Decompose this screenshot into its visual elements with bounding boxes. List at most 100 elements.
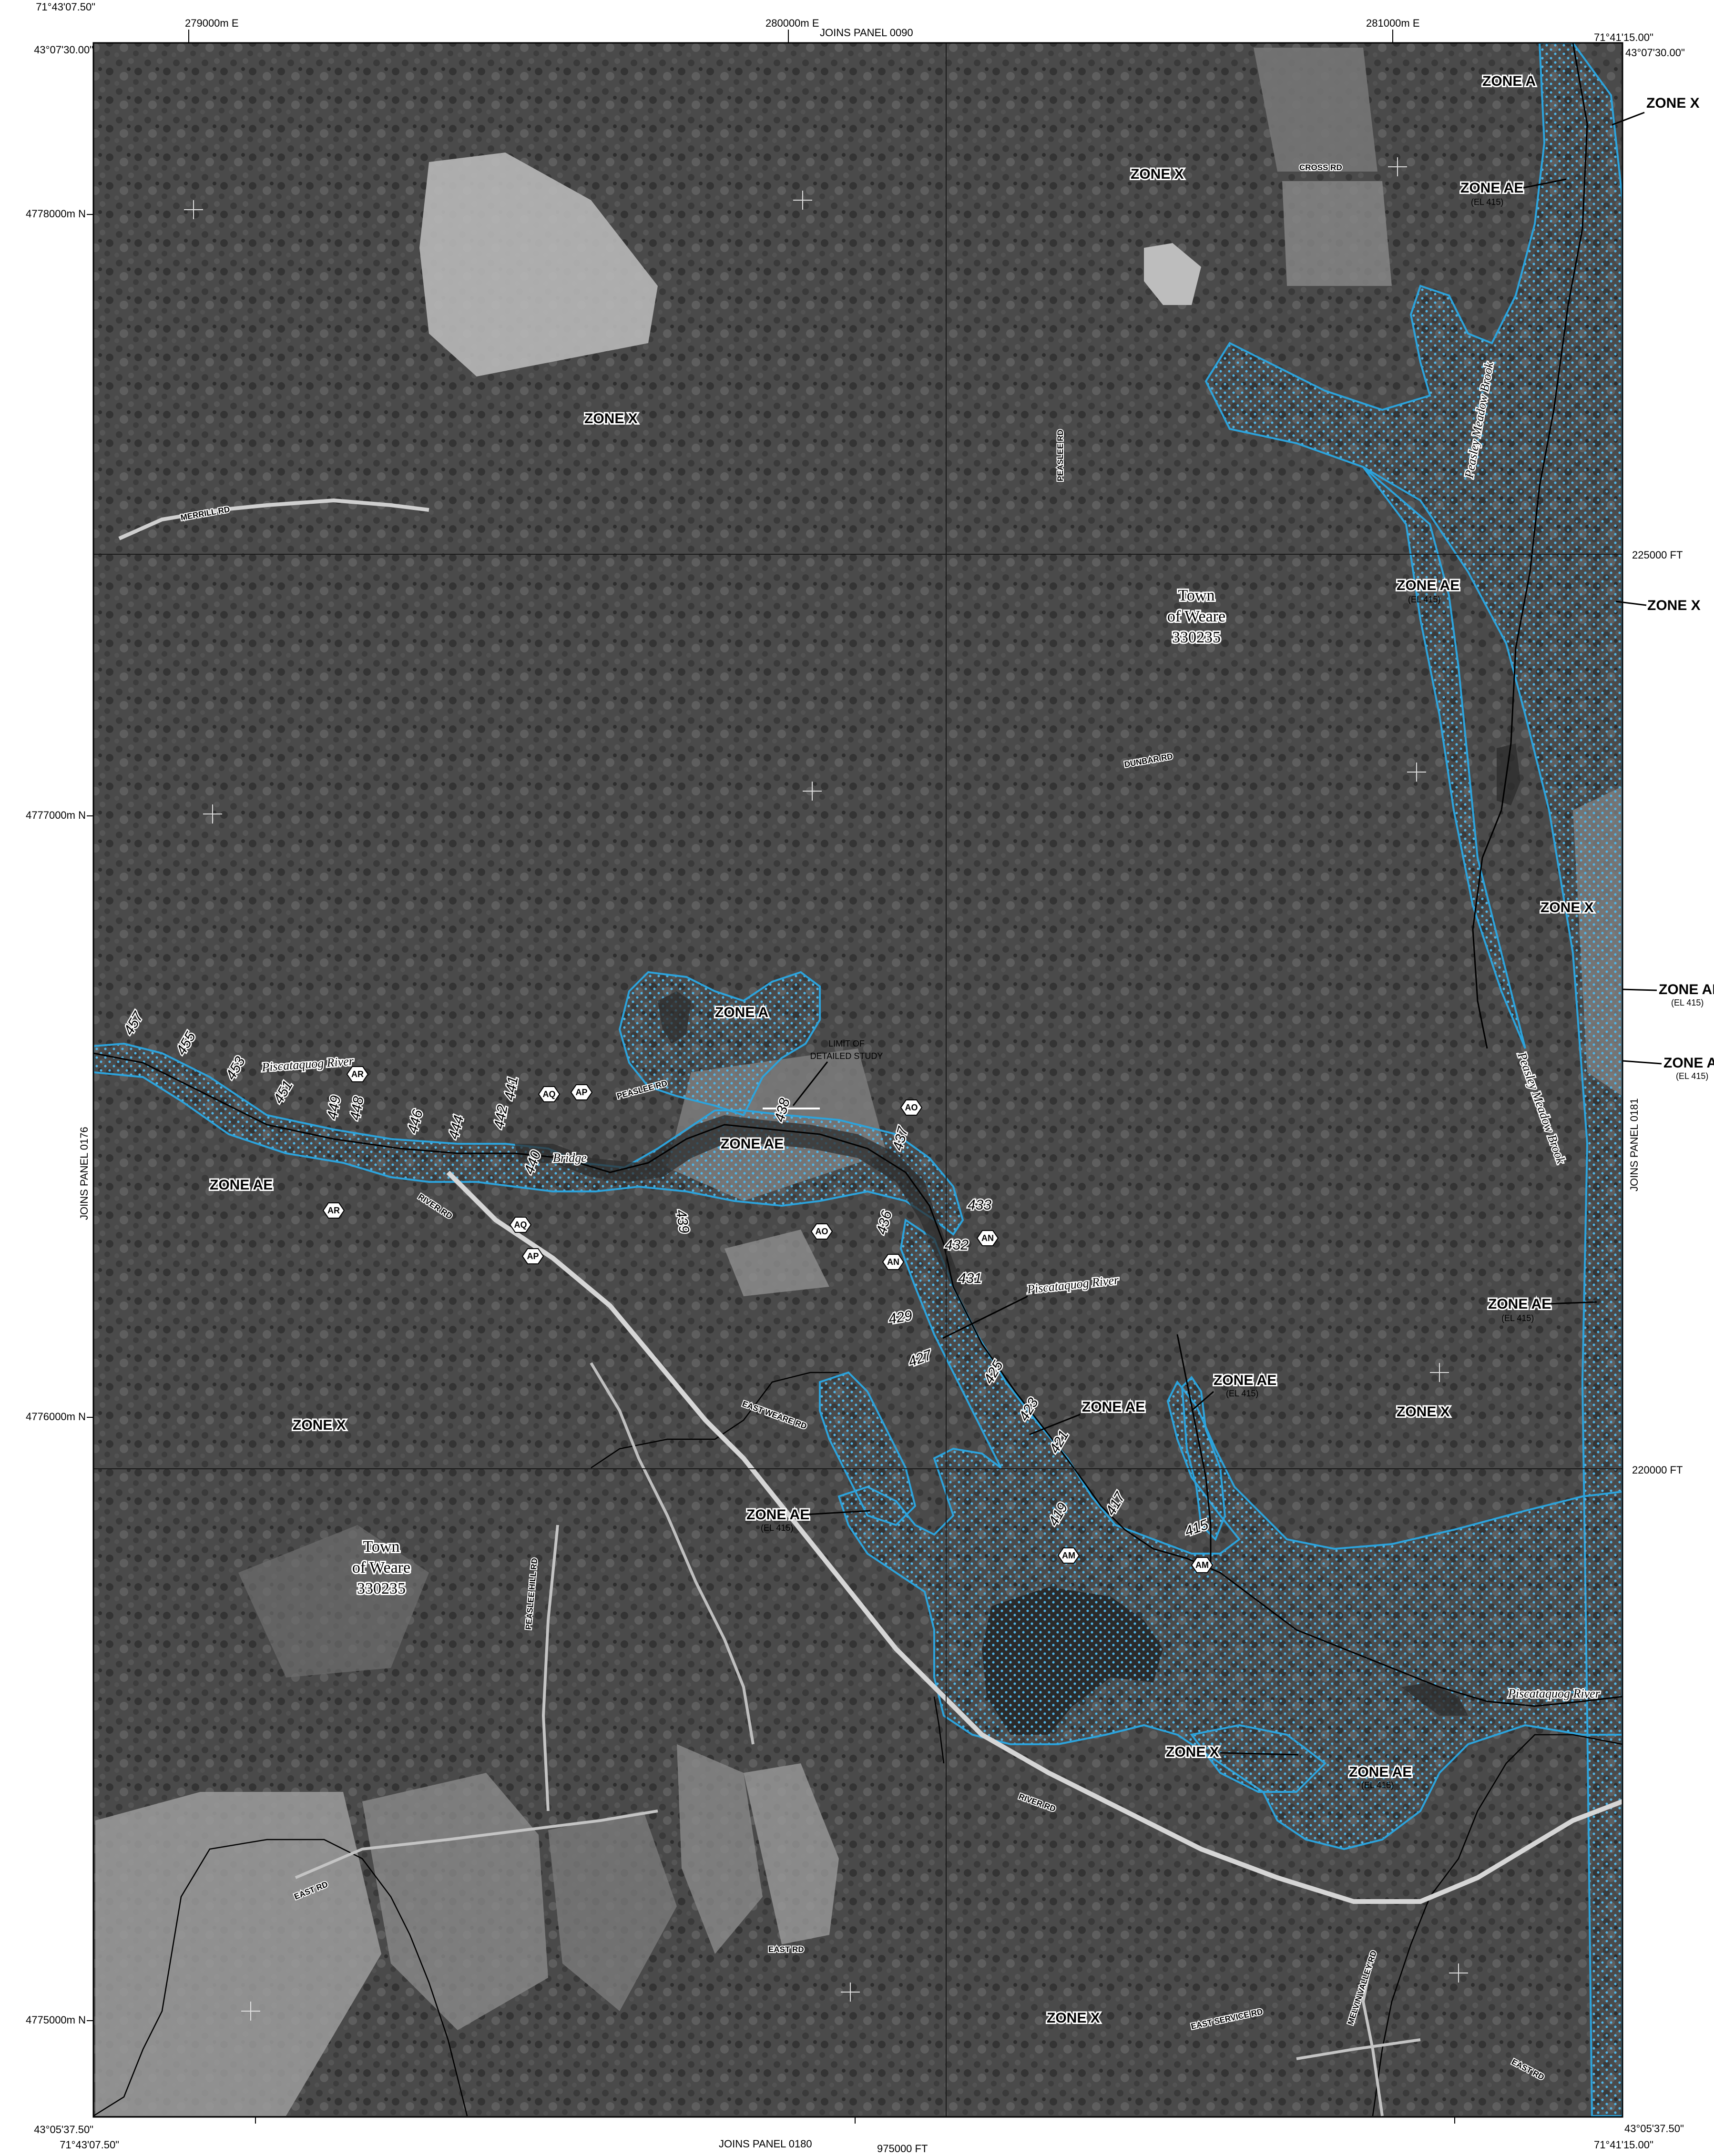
elevation-label: (EL 415) bbox=[1226, 1389, 1258, 1398]
elevation-label: (EL 415) bbox=[761, 1523, 793, 1533]
utm-e-279: 279000m E bbox=[185, 17, 239, 29]
ft-225000: 225000 FT bbox=[1632, 549, 1683, 561]
elevation-label: (EL 415) bbox=[1501, 1313, 1534, 1323]
utm-n-4776: 4776000m N bbox=[26, 1411, 86, 1423]
elevation-label: (EL 415) bbox=[1361, 1780, 1394, 1790]
zone-x-label: ZONE X bbox=[293, 1417, 346, 1433]
zone-x-label: ZONE X bbox=[1166, 1744, 1219, 1760]
cross-section-marker: AM bbox=[1191, 1557, 1214, 1573]
cross-section-label: AQ bbox=[543, 1089, 556, 1099]
cross-section-hexagon bbox=[570, 1084, 593, 1100]
left-panel-join[interactable]: JOINS PANEL 0176 bbox=[78, 1127, 90, 1220]
cross-section-label: AQ bbox=[514, 1220, 527, 1230]
annotation-line: LIMIT OF bbox=[828, 1039, 865, 1048]
cross-section-hexagon bbox=[976, 1230, 999, 1246]
cross-section-marker: AR bbox=[346, 1066, 369, 1082]
zone-a-label: ZONE A bbox=[1482, 73, 1536, 89]
cross-section-label: AN bbox=[887, 1257, 899, 1267]
town-label-line: 330235 bbox=[357, 1580, 406, 1597]
flood-elevation-label: 431 bbox=[958, 1271, 982, 1286]
cross-section-hexagon bbox=[322, 1202, 345, 1219]
map-frame bbox=[92, 42, 1623, 2118]
bottom-panel-join[interactable]: JOINS PANEL 0180 bbox=[719, 2138, 812, 2150]
right-panel-join[interactable]: JOINS PANEL 0181 bbox=[1628, 1098, 1640, 1191]
zone-ae-label: ZONE AE bbox=[746, 1507, 809, 1523]
flood-elevation-label: 432 bbox=[945, 1237, 969, 1253]
cross-section-label: AN bbox=[981, 1233, 994, 1243]
cross-section-marker: AO bbox=[810, 1223, 833, 1240]
utm-e-281: 281000m E bbox=[1366, 17, 1420, 29]
aerial-imagery bbox=[93, 43, 1622, 2117]
utm-n-4778: 4778000m N bbox=[26, 208, 86, 220]
zone-a-label: ZONE A bbox=[715, 1005, 768, 1020]
ft-220000: 220000 FT bbox=[1632, 1464, 1683, 1476]
zone-ae-label: ZONE AE bbox=[1214, 1373, 1276, 1388]
coord-bottom-right-lat: 43°05'37.50" bbox=[1624, 2123, 1684, 2135]
cross-section-marker: AO bbox=[900, 1099, 923, 1116]
cross-section-hexagon bbox=[810, 1223, 833, 1240]
zone-ae-label: ZONE AE bbox=[1397, 578, 1459, 593]
annotation-line: DETAILED STUDY bbox=[810, 1051, 883, 1061]
cross-section-label: AM bbox=[1195, 1560, 1209, 1570]
top-panel-join[interactable]: JOINS PANEL 0090 bbox=[820, 27, 913, 39]
coord-top-left-lat: 43°07'30.00" bbox=[34, 44, 93, 56]
town-labels: Town of Weare 330235 Town of Weare 33023… bbox=[351, 585, 1227, 1599]
cross-section-hexagon bbox=[538, 1086, 561, 1102]
cross-section-label: AM bbox=[1062, 1551, 1075, 1560]
cross-section-marker: AM bbox=[1057, 1547, 1080, 1564]
utm-n-4777: 4777000m N bbox=[26, 809, 86, 821]
cross-section-hexagon bbox=[900, 1099, 923, 1116]
cross-section-label: AO bbox=[816, 1227, 828, 1236]
cross-section-label: AO bbox=[905, 1103, 918, 1112]
coord-top-right-lat: 43°07'30.00" bbox=[1625, 47, 1685, 59]
cross-section-hexagon bbox=[346, 1066, 369, 1082]
river-label-piscataquog: Piscataquog River bbox=[1508, 1687, 1601, 1700]
flood-elevation-label: 433 bbox=[968, 1197, 991, 1213]
elevation-label: (EL 415) bbox=[1408, 595, 1440, 604]
zone-ae-label: ZONE AE bbox=[1349, 1764, 1412, 1780]
zone-ae-label: ZONE AE bbox=[1082, 1399, 1145, 1415]
bridge-label: Bridge bbox=[553, 1151, 587, 1165]
zone-ae-label: ZONE AE bbox=[1488, 1296, 1551, 1312]
boundaries bbox=[93, 1372, 1622, 2117]
zone-x-label: ZONE X bbox=[1397, 1404, 1450, 1420]
coord-top-right: 71°41'15.00" bbox=[1594, 31, 1653, 43]
limit-of-study-annotation: LIMIT OF DETAILED STUDY Bridge bbox=[552, 1039, 883, 1166]
zone-x-label: ZONE X bbox=[1541, 900, 1594, 915]
road-label-peaslee: PEASLEE RD bbox=[1056, 429, 1065, 481]
zone-ae-label: ZONE AE bbox=[1460, 180, 1523, 196]
elevation-label: (EL 415) bbox=[1471, 197, 1503, 207]
town-label-line: 330235 bbox=[1172, 629, 1221, 646]
elevation-label: (EL 415) bbox=[1671, 998, 1704, 1007]
zone-x-label: ZONE X bbox=[1646, 95, 1700, 111]
cross-section-hexagon bbox=[521, 1248, 544, 1264]
zone-ae-label: ZONE AE bbox=[1659, 982, 1714, 997]
cross-section-hexagon bbox=[1057, 1547, 1080, 1564]
cross-section-marker: AN bbox=[882, 1254, 905, 1270]
coord-bottom-right: 71°41'15.00" bbox=[1594, 2139, 1653, 2151]
town-label-line: of Weare bbox=[1167, 608, 1225, 625]
zone-x-label: ZONE X bbox=[1647, 598, 1701, 613]
cross-section-marker: AQ bbox=[509, 1217, 532, 1233]
town-label-line: Town bbox=[1178, 587, 1215, 604]
zone-labels: ZONE A ZONE X ZONE X CROSS RD ZONE AE (E… bbox=[208, 72, 1714, 2027]
floodplain-areas bbox=[93, 43, 1622, 2117]
zone-x-label: ZONE X bbox=[584, 411, 638, 427]
zone-a-label: ZONE A bbox=[1663, 1055, 1714, 1071]
utm-e-280: 280000m E bbox=[765, 17, 819, 29]
roads bbox=[118, 498, 1622, 2116]
road-label-cross: CROSS RD bbox=[1299, 163, 1342, 172]
town-label-line: of Weare bbox=[352, 1559, 410, 1576]
utm-n-4775: 4775000m N bbox=[26, 2014, 86, 2026]
cross-section-marker: AQ bbox=[538, 1086, 561, 1102]
streams bbox=[93, 43, 1622, 1707]
elevation-label: (EL 415) bbox=[1676, 1071, 1708, 1081]
cross-section-label: AP bbox=[527, 1251, 539, 1261]
coord-top-left: 71°43'07.50" bbox=[36, 1, 95, 13]
zone-x-label: ZONE X bbox=[1047, 2010, 1100, 2026]
cross-section-marker: AP bbox=[521, 1248, 544, 1264]
cross-section-label: AR bbox=[327, 1206, 340, 1215]
